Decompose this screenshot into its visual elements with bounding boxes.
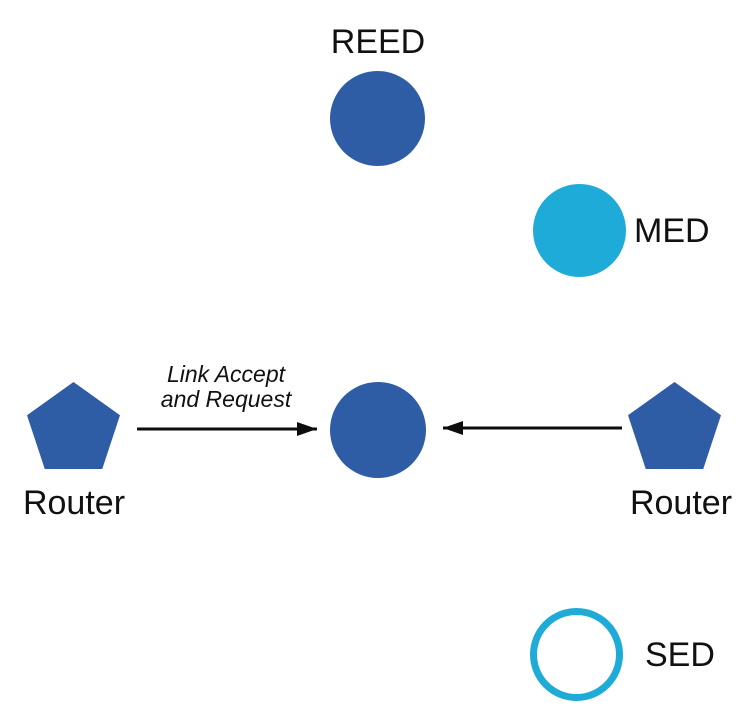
node-label-med: MED	[634, 212, 710, 250]
node-circle-parent	[330, 382, 426, 478]
node-circle-med	[533, 184, 626, 277]
node-label-reed: REED	[330, 23, 426, 61]
edge-label-link-accept-request: Link Accept and Request	[126, 362, 326, 412]
node-label-router-right: Router	[629, 484, 733, 522]
node-circle-sed	[530, 608, 623, 701]
node-label-sed: SED	[645, 636, 715, 674]
node-circle-reed	[330, 71, 425, 166]
node-label-router-left: Router	[22, 484, 126, 522]
edge-label-line-2: and Request	[160, 386, 292, 412]
edge-label-line-1: Link Accept	[166, 361, 286, 387]
